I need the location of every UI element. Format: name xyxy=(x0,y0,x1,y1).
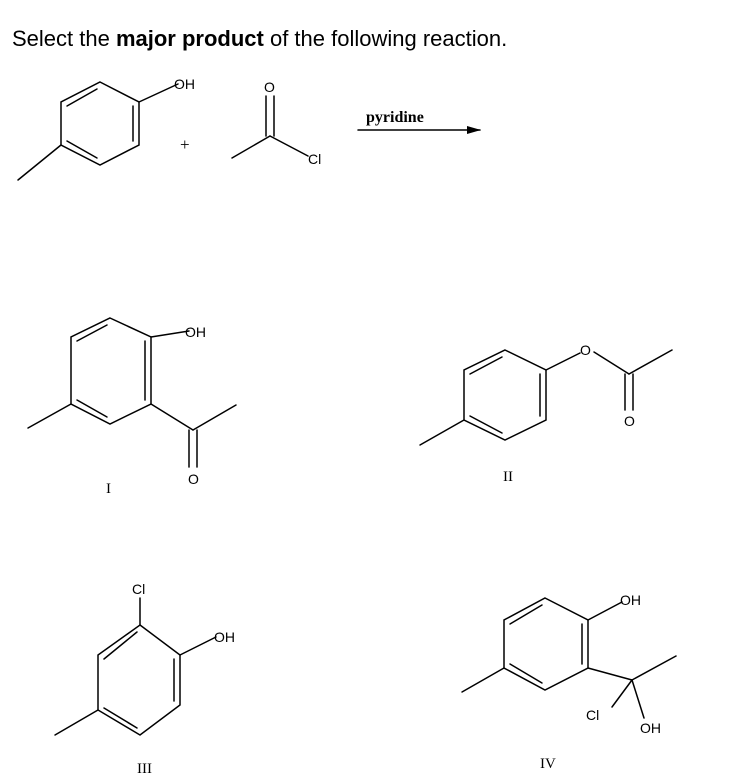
product-iv-chlorine-label: Cl xyxy=(586,707,599,723)
question-emphasis: major product xyxy=(115,26,264,51)
product-option-iv[interactable]: OH Cl OH IV xyxy=(461,592,677,772)
reactant-acetyl-chloride: O Cl xyxy=(231,79,321,167)
product-iv-alcohol-hydroxyl-label: OH xyxy=(640,720,661,736)
product-iv-label: IV xyxy=(540,756,556,772)
question-suffix: of the following reaction. xyxy=(263,26,508,51)
product-ii-ester-oxygen-label: O xyxy=(580,342,591,358)
question-prompt: Select the major product of the followin… xyxy=(12,26,507,52)
reaction-condition: pyridine xyxy=(366,109,424,126)
reactant-chlorine-label: Cl xyxy=(308,151,321,167)
product-option-i[interactable]: OH O I xyxy=(27,317,237,497)
product-ii-carbonyl-oxygen-label: O xyxy=(624,413,635,429)
reactant-hydroxyl-label: OH xyxy=(174,76,195,92)
question-prefix: Select the xyxy=(12,26,116,51)
plus-sign: + xyxy=(180,135,190,154)
product-i-label: I xyxy=(106,481,111,497)
product-option-ii[interactable]: O O II xyxy=(419,342,673,485)
product-iv-phenol-hydroxyl-label: OH xyxy=(620,592,641,608)
product-iii-label: III xyxy=(137,761,152,777)
product-i-oxygen-label: O xyxy=(188,471,199,487)
product-ii-label: II xyxy=(503,469,513,485)
product-i-hydroxyl-label: OH xyxy=(185,324,206,340)
reactant-p-cresol: OH xyxy=(17,76,195,181)
product-iii-hydroxyl-label: OH xyxy=(214,629,235,645)
product-iii-chlorine-label: Cl xyxy=(132,581,145,597)
product-option-iii[interactable]: Cl OH III xyxy=(54,581,235,777)
reactant-carbonyl-oxygen-label: O xyxy=(264,79,275,95)
